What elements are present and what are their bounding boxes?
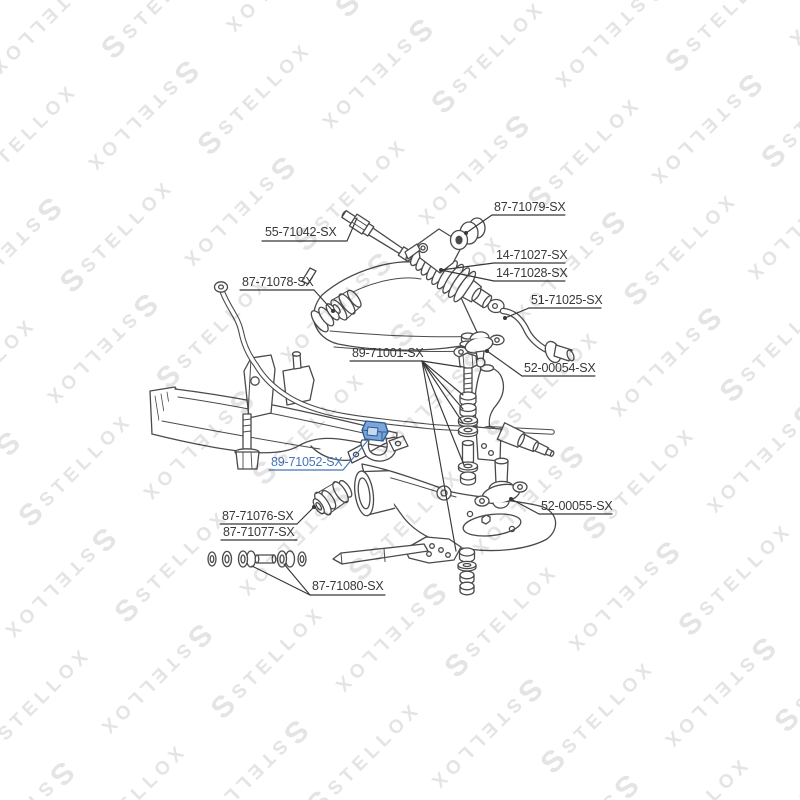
part-label-52-00055-SX[interactable]: 52-00055-SX bbox=[541, 499, 613, 513]
part-label-89-71052-SX[interactable]: 89-71052-SX bbox=[271, 455, 343, 469]
leader-line bbox=[421, 360, 464, 424]
leader-line bbox=[342, 438, 370, 471]
part-label-51-71025-SX[interactable]: 51-71025-SX bbox=[531, 293, 603, 307]
leader-line bbox=[296, 506, 315, 525]
leader-line bbox=[440, 262, 495, 271]
part-label-14-71027-SX[interactable]: 14-71027-SX bbox=[496, 248, 568, 262]
leader-line bbox=[421, 360, 462, 368]
lower-link-hardware bbox=[457, 547, 477, 596]
leader-line bbox=[504, 307, 530, 319]
leader-line bbox=[421, 360, 465, 466]
tie-rod bbox=[341, 209, 414, 262]
crossmember bbox=[149, 351, 398, 470]
leader-line bbox=[421, 360, 464, 410]
spindle bbox=[496, 422, 555, 457]
stabilizer-end-link bbox=[487, 298, 575, 364]
part-label-87-71080-SX[interactable]: 87-71080-SX bbox=[312, 579, 384, 593]
leader-line bbox=[440, 269, 495, 282]
part-label-87-71076-SX[interactable]: 87-71076-SX bbox=[222, 509, 294, 523]
part-label-52-00054-SX[interactable]: 52-00054-SX bbox=[524, 361, 596, 375]
part-label-14-71028-SX[interactable]: 14-71028-SX bbox=[496, 266, 568, 280]
leader-dot bbox=[331, 309, 335, 313]
leader-dot bbox=[485, 349, 489, 353]
leader-line bbox=[486, 350, 523, 377]
leader-line bbox=[510, 498, 540, 515]
steering-knuckle bbox=[474, 364, 555, 462]
strut-rod bbox=[332, 543, 429, 565]
leader-line bbox=[283, 563, 311, 596]
leader-line bbox=[421, 360, 457, 552]
part-label-87-71078-SX[interactable]: 87-71078-SX bbox=[242, 275, 314, 289]
leader-line bbox=[313, 289, 334, 312]
leader-line bbox=[465, 214, 493, 234]
leader-dot bbox=[509, 497, 513, 501]
part-label-89-71001-SX[interactable]: 89-71001-SX bbox=[352, 346, 424, 360]
part-label-55-71042-SX[interactable]: 55-71042-SX bbox=[265, 225, 337, 239]
callouts bbox=[219, 214, 613, 596]
lower-ball-joint bbox=[474, 457, 528, 509]
part-label-87-71079-SX[interactable]: 87-71079-SX bbox=[494, 200, 566, 214]
leader-line bbox=[421, 360, 464, 396]
lower-arm-bushing bbox=[311, 476, 355, 518]
leader-line bbox=[251, 565, 311, 596]
leader-line bbox=[346, 217, 358, 242]
part-label-87-71077-SX[interactable]: 87-71077-SX bbox=[223, 525, 295, 539]
lower-control-arm bbox=[354, 463, 557, 564]
leader-dot bbox=[464, 231, 468, 235]
stabilizer-bar-eye bbox=[213, 281, 229, 293]
stabilizer-link-hardware bbox=[457, 352, 479, 486]
stabilizer-bushing-highlighted[interactable] bbox=[361, 420, 389, 442]
leader-dot bbox=[503, 316, 507, 320]
leader-dot bbox=[312, 505, 316, 509]
strut-rod-hardware bbox=[207, 550, 307, 568]
